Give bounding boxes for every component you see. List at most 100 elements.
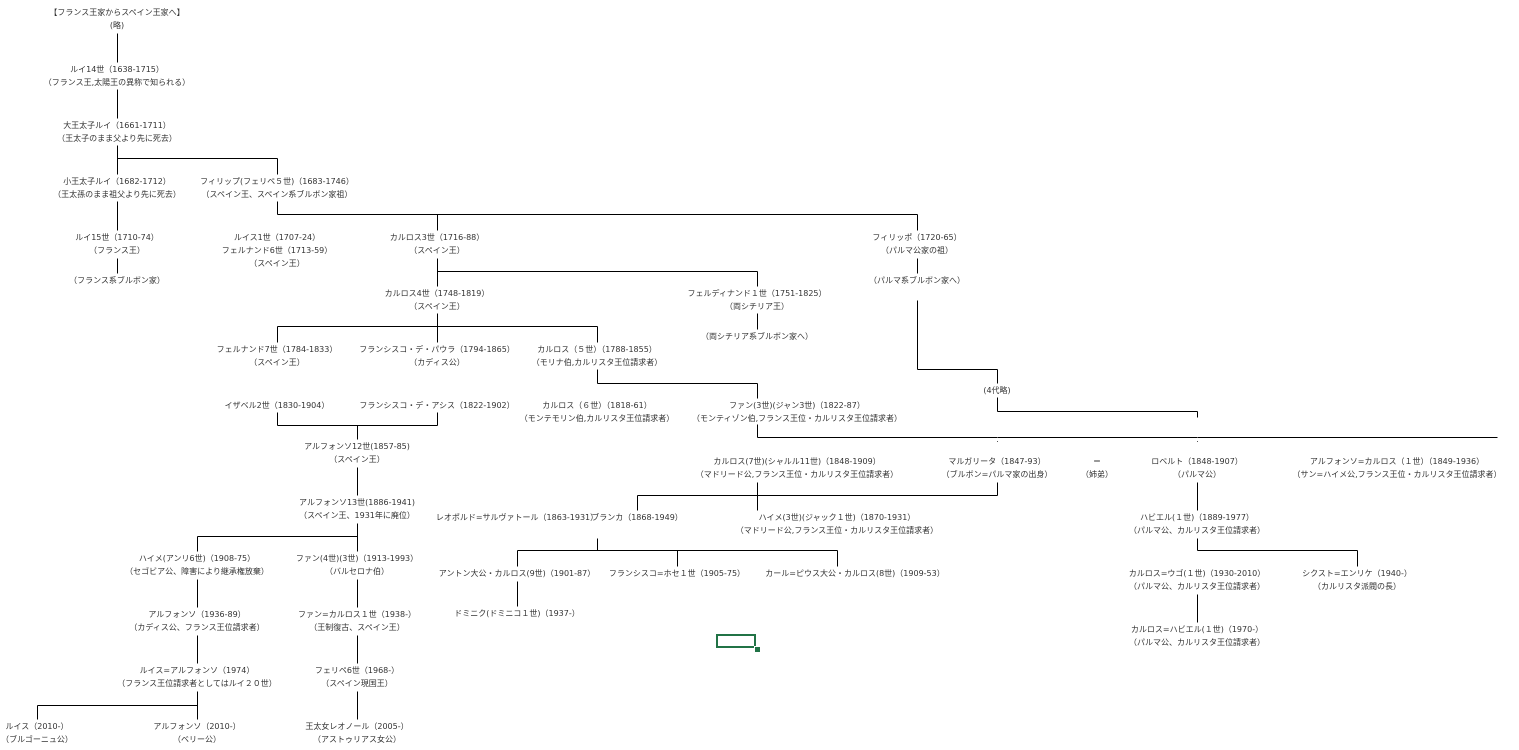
node-isabel2: イザベル2世（1830-1904） <box>225 399 330 412</box>
node-label: アルフォンソ（1936-89） <box>148 610 246 619</box>
node-four-generations-omitted: (4代略) <box>983 384 1010 397</box>
node-label: カルロス3世（1716-88） <box>389 233 485 242</box>
node-note: （パルマ公家の祖） <box>880 246 953 255</box>
node-label: 小王太子ルイ（1682-1712） <box>63 177 171 186</box>
node-luis2010: ルイス（2010-） （ブルゴーニュ公） <box>1 720 73 746</box>
node-francisco-jose: フランシスコ=ホセ１世（1905-75） <box>609 567 745 580</box>
dotted-connector <box>997 441 998 442</box>
node-juan-carlos: ファン=カルロス１世（1938-） （王制復古、スペイン王） <box>298 608 416 634</box>
node-leonor: 王太女レオノール（2005-） （アストゥリアス女公） <box>305 720 408 746</box>
node-note: （スペイン王） <box>249 358 305 367</box>
node-note: （王太子のまま父より先に死去） <box>57 134 177 143</box>
node-note: （カディス公） <box>409 358 465 367</box>
node-note: （ブルボン=パルマ家の出身） <box>941 470 1053 479</box>
fill-handle[interactable] <box>754 646 761 653</box>
node-label: マルガリータ（1847-93） <box>948 457 1046 466</box>
node-label: アルフォンソ（2010-） <box>153 722 241 731</box>
node-label: ルイス（2010-） <box>5 722 69 731</box>
node-juan3: ファン(3世)(ジャン3世)（1822-87） （モンティゾン伯,フランス王位・… <box>692 399 902 425</box>
node-label: シクスト=エンリケ（1940-） <box>1302 569 1412 578</box>
node-label: イザベル2世（1830-1904） <box>224 401 330 410</box>
node-label: (4代略) <box>983 386 1011 395</box>
node-petit-dauphin: 小王太子ルイ（1682-1712） （王太孫のまま祖父より先に死去） <box>53 175 181 201</box>
node-note: （スペイン王、1931年に廃位） <box>299 511 415 520</box>
node-marriage-sign: ＝ （姉弟） <box>1081 455 1113 481</box>
node-two-sicilies-bourbon: （両シチリア系ブルボン家へ） <box>701 330 813 343</box>
node-label: 王太女レオノール（2005-） <box>305 722 409 731</box>
node-label: アルフォンソ13世(1886-1941) <box>299 498 415 507</box>
node-note: （カディス公、フランス王位請求者） <box>129 623 265 632</box>
node-label: カルロス4世（1748-1819） <box>384 289 490 298</box>
node-philippe5: フィリップ(フェリペ５世)（1683-1746） （スペイン王、スペイン系ブルボ… <box>200 175 354 201</box>
node-alfonso-cadiz: アルフォンソ（1936-89） （カディス公、フランス王位請求者） <box>129 608 264 634</box>
node-label: フェルナンド7世（1784-1833） <box>216 345 338 354</box>
node-luis1-fernando6: ルイス1世（1707-24） フェルナンド6世（1713-59） （スペイン王） <box>222 231 333 270</box>
node-note: （サン=ハイメ公,フランス王位・カルリスタ王位請求者） <box>1292 470 1502 479</box>
node-note: （両シチリア王） <box>724 302 789 311</box>
node-sixto: シクスト=エンリケ（1940-） （カルリスタ派閥の長） <box>1302 567 1412 593</box>
node-label: フランシスコ・デ・パウラ（1794-1865） <box>359 345 515 354</box>
node-felipe6: フェリペ6世（1968-） （スペイン現国王） <box>315 664 399 690</box>
node-alfonso2010: アルフォンソ（2010-） （ベリー公） <box>153 720 240 746</box>
node-louis15: ルイ15世（1710-74） （フランス王） <box>75 231 159 257</box>
node-alfonso12: アルフォンソ12世(1857-85) （スペイン王） <box>304 440 410 466</box>
node-label: ファン=カルロス１世（1938-） <box>298 610 416 619</box>
node-note: （スペイン王） <box>249 259 305 268</box>
node-label: ファン(3世)(ジャン3世)（1822-87） <box>729 401 865 410</box>
node-note: （パルマ公、カルリスタ王位請求者） <box>1129 526 1265 535</box>
node-note: （ベリー公） <box>172 735 221 744</box>
node-label: 【フランス王家からスペイン王家へ】 <box>49 8 185 17</box>
node-francisco-asis: フランシスコ・デ・アシス（1822-1902） <box>359 399 514 412</box>
node-label: カルロス=ハビエル(１世)（1970-） <box>1130 625 1264 634</box>
node-note: （スペイン王） <box>409 302 465 311</box>
node-label: ルイ14世（1638-1715） <box>70 65 164 74</box>
node-alfonso13: アルフォンソ13世(1886-1941) （スペイン王、1931年に廃位） <box>299 496 415 522</box>
node-label: フェルディナンド１世（1751-1825） <box>687 289 827 298</box>
node-note: （フランス系ブルボン家） <box>69 276 165 285</box>
node-note: （モリナ伯,カルリスタ王位請求者） <box>531 358 663 367</box>
node-note: （フランス王） <box>89 246 145 255</box>
node-label: カルロス(7世)(シャルル11世)（1848-1909） <box>713 457 881 466</box>
node-label: フィリッポ（1720-65） <box>872 233 962 242</box>
node-label: ルイス=アルフォンソ（1974） <box>139 666 255 675</box>
node-felipe-parma: フィリッポ（1720-65） （パルマ公家の祖） <box>872 231 961 257</box>
dotted-connector <box>1197 441 1198 442</box>
selected-cell[interactable] <box>716 634 756 648</box>
node-label: ハビエル(１世)（1889-1977） <box>1140 513 1254 522</box>
node-label: フェリペ6世（1968-） <box>314 666 400 675</box>
node-label: ハイメ(3世)(ジャック１世)（1870-1931） <box>758 513 916 522</box>
node-anton: アントン大公・カルロス(9世)（1901-87） <box>439 567 595 580</box>
node-note: （王制復古、スペイン王） <box>309 623 405 632</box>
node-note: （スペイン現国王） <box>321 679 393 688</box>
node-note: （王太孫のまま祖父より先に死去） <box>53 190 181 199</box>
node-label: アルフォンソ12世(1857-85) <box>304 442 410 451</box>
node-carlos-hugo: カルロス=ウゴ(１世)（1930-2010） （パルマ公、カルリスタ王位請求者） <box>1129 567 1266 593</box>
node-carlos3: カルロス3世（1716-88） （スペイン王） <box>390 231 485 257</box>
node-label: アントン大公・カルロス(9世)（1901-87） <box>438 569 596 578</box>
node-fernando7: フェルナンド7世（1784-1833） （スペイン王） <box>217 343 338 369</box>
node-note: （マドリード公,フランス王位・カルリスタ王位請求者） <box>735 526 939 535</box>
node-note: （スペイン王、スペイン系ブルボン家祖） <box>201 190 353 199</box>
node-label: ドミニク(ドミニコ１世)（1937-） <box>454 609 580 618</box>
node-note: （マドリード公,フランス王位・カルリスタ王位請求者） <box>695 470 899 479</box>
dotted-connector <box>997 437 998 438</box>
node-ferdinando1: フェルディナンド１世（1751-1825） （両シチリア王） <box>687 287 826 313</box>
node-carlos4: カルロス4世（1748-1819） （スペイン王） <box>385 287 490 313</box>
node-label: ハイメ(アンリ6世)（1908-75） <box>138 554 256 563</box>
node-note: （両シチリア系ブルボン家へ） <box>701 332 813 341</box>
tree-header: 【フランス王家からスペイン王家へ】 (略) <box>49 6 184 32</box>
node-note: （パルマ系ブルボン家へ） <box>869 276 965 285</box>
node-luis-alfonso: ルイス=アルフォンソ（1974） （フランス王位請求者としてはルイ２０世） <box>117 664 276 690</box>
node-label: ルイ15世（1710-74） <box>75 233 159 242</box>
node-alfonso-carlos: アルフォンソ=カルロス（１世）（1849-1936） （サン=ハイメ公,フランス… <box>1293 455 1502 481</box>
node-roberto: ロベルト（1848-1907） （パルマ公） <box>1151 455 1243 481</box>
node-label: フランシスコ・デ・アシス（1822-1902） <box>359 401 515 410</box>
node-juan-barcelona: ファン(4世)(3世)（1913-1993） （バルセロナ伯） <box>296 552 418 578</box>
node-label: ファン(4世)(3世)（1913-1993） <box>295 554 419 563</box>
node-label: アルフォンソ=カルロス（１世）（1849-1936） <box>1309 457 1485 466</box>
node-note: （スペイン王） <box>409 246 465 255</box>
node-carlos7: カルロス(7世)(シャルル11世)（1848-1909） （マドリード公,フラン… <box>696 455 898 481</box>
node-label: ルイス1世（1707-24） <box>233 233 321 242</box>
node-label: ＝ <box>1093 457 1101 466</box>
